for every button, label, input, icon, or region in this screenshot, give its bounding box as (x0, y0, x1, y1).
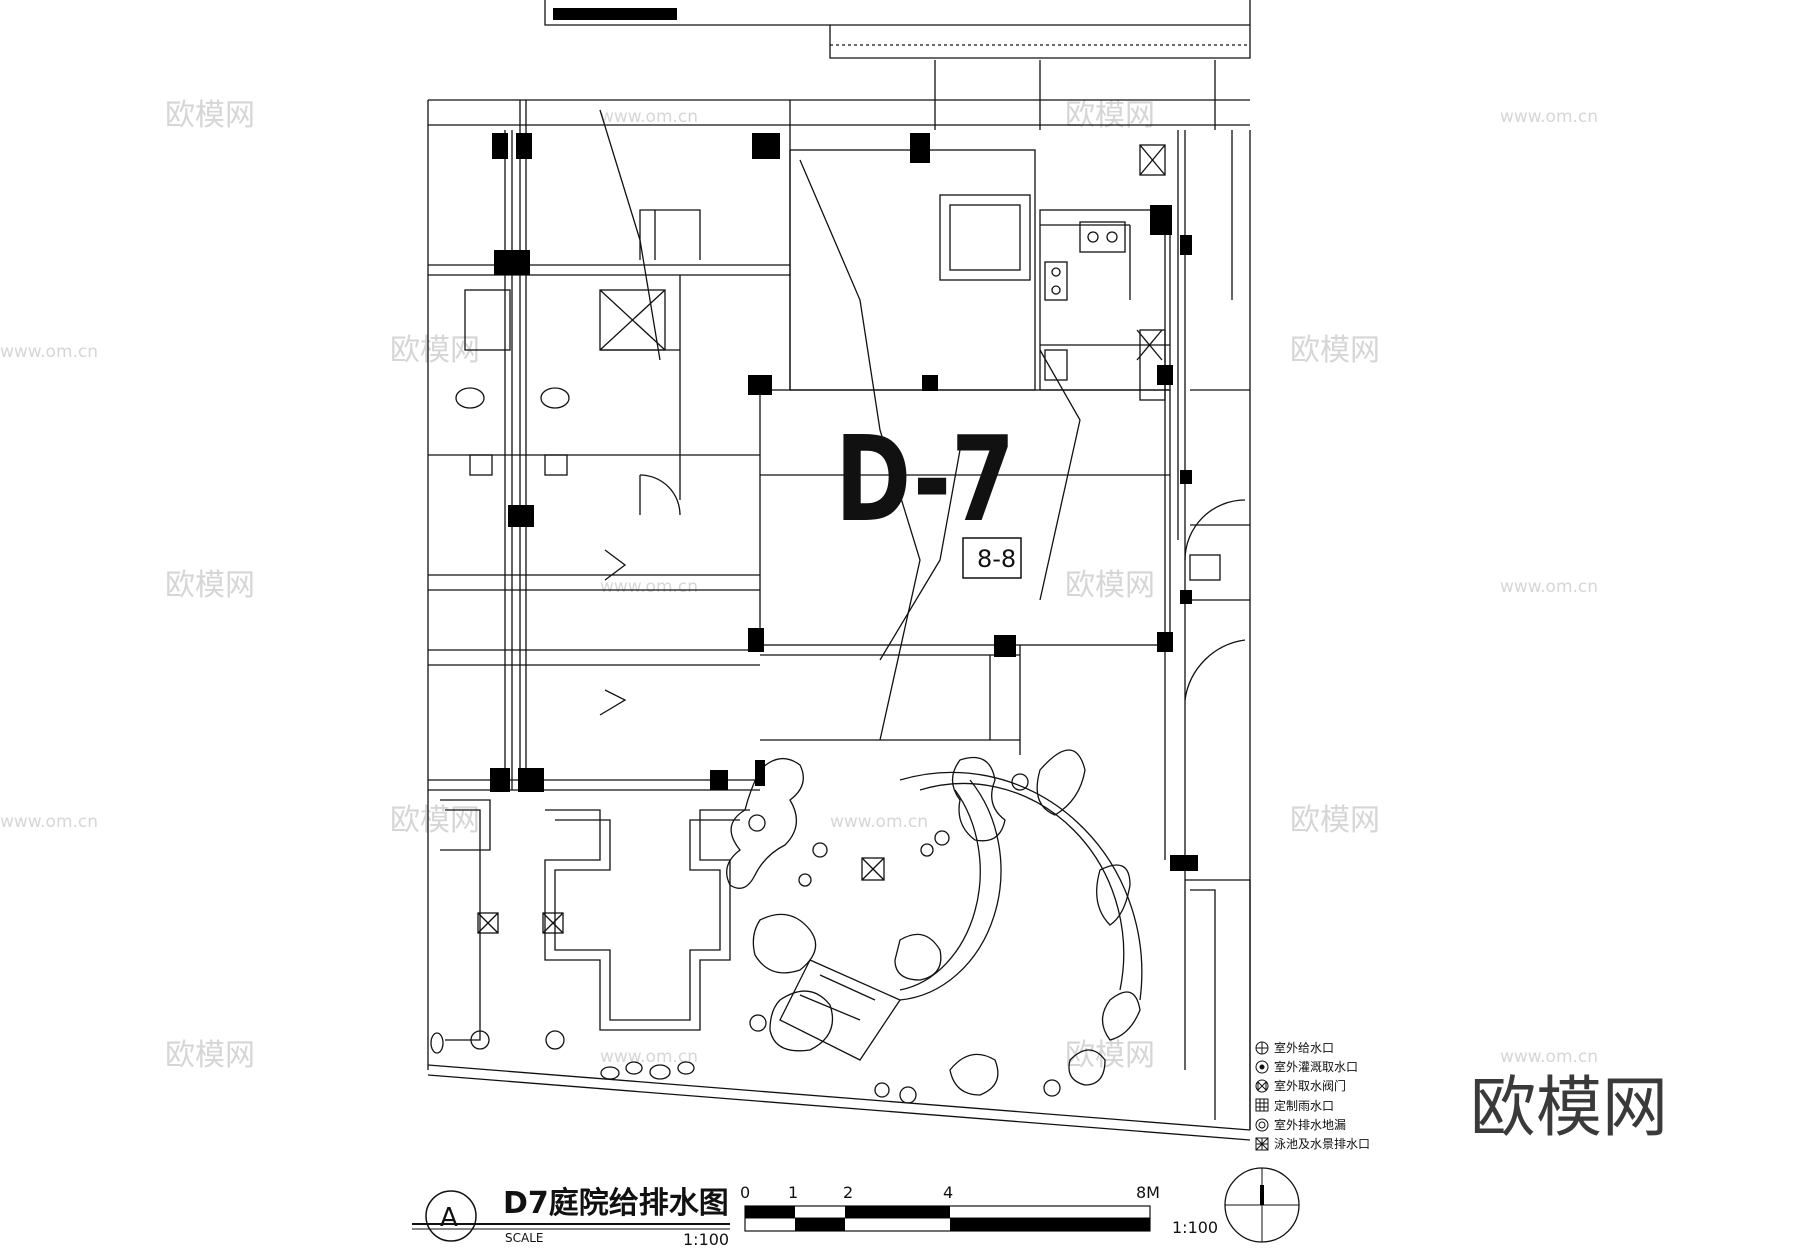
brand-watermark: 欧模网 (1470, 1069, 1668, 1146)
scale-tick-label: 1 (788, 1183, 798, 1202)
section-tag: 8-8 (977, 545, 1016, 573)
scale-ratio: 1:100 (683, 1230, 729, 1249)
grid-square-icon (1255, 1098, 1269, 1112)
drawing-title: D7庭院给排水图 (503, 1186, 729, 1221)
watermark-url: www.om.cn (600, 577, 698, 597)
watermark-url: www.om.cn (830, 812, 928, 832)
watermark: 欧模网 (165, 1038, 255, 1073)
watermark-url: www.om.cn (0, 342, 98, 362)
title-block: A D7庭院给排水图 SCALE 1:100 (412, 1186, 730, 1249)
watermark: 欧模网 (390, 803, 480, 838)
watermark: 欧模网 (1065, 568, 1155, 603)
legend-label: 泳池及水景排水口 (1274, 1137, 1370, 1151)
plan-linework (427, 0, 1251, 1141)
scale-tick-label: 4 (943, 1183, 953, 1202)
watermark-url: www.om.cn (600, 1047, 698, 1067)
scale-tick-label: 2 (843, 1183, 853, 1202)
valve-circle-icon (1255, 1079, 1269, 1093)
scale-bar-ratio: 1:100 (1172, 1218, 1218, 1237)
legend: 室外给水口 室外灌溉取水口 室外取水阀门 定制雨水口 室外排水地漏 泳池及水景排… (1255, 1040, 1370, 1151)
watermark-url: www.om.cn (1500, 577, 1598, 597)
section-tag-box (962, 537, 1022, 579)
north-arrow-icon (1224, 1167, 1300, 1243)
watermark: 欧模网 (1065, 1038, 1155, 1073)
scale-bar: 0 1 2 4 8M 1:100 (740, 1183, 1218, 1237)
watermark-url: www.om.cn (600, 107, 698, 127)
watermark-layer: 欧模网 欧模网 欧模网 欧模网 欧模网 欧模网 欧模网 欧模网 欧模网 欧模网 … (0, 98, 1598, 1073)
unit-label: D-7 (835, 410, 1015, 548)
legend-label: 室外排水地漏 (1274, 1117, 1346, 1132)
legend-label: 室外给水口 (1274, 1040, 1334, 1055)
watermark: 欧模网 (1290, 803, 1380, 838)
watermark: 欧模网 (165, 98, 255, 133)
ring-circle-icon (1255, 1118, 1269, 1132)
title-marker: A (440, 1203, 458, 1233)
scale-tick-label: 0 (740, 1183, 750, 1202)
watermark-url: www.om.cn (0, 812, 98, 832)
title-marker-circle (425, 1190, 477, 1242)
legend-label: 室外取水阀门 (1274, 1078, 1346, 1093)
scale-word: SCALE (505, 1231, 543, 1245)
structural-columns (490, 133, 1198, 871)
dot-circle-icon (1255, 1060, 1269, 1074)
legend-label: 定制雨水口 (1274, 1098, 1334, 1113)
watermark: 欧模网 (1065, 98, 1155, 133)
legend-label: 室外灌溉取水口 (1274, 1059, 1358, 1074)
watermark: 欧模网 (165, 568, 255, 603)
cross-square-icon (1255, 1137, 1269, 1151)
crosshair-circle-icon (1255, 1041, 1269, 1055)
scale-tick-label: 8M (1136, 1183, 1160, 1202)
watermark: 欧模网 (1290, 333, 1380, 368)
watermark-url: www.om.cn (1500, 1047, 1598, 1067)
watermark-url: www.om.cn (1500, 107, 1598, 127)
